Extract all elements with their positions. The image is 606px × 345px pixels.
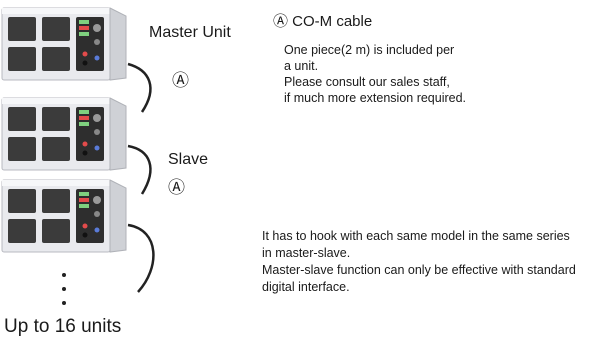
cable-note-line: Please consult our sales staff, xyxy=(284,75,450,89)
unit-top-edge xyxy=(2,98,110,104)
unit-side xyxy=(109,7,127,81)
ellipsis-dot xyxy=(62,287,66,291)
connector-a-label: Ⓐ xyxy=(168,178,185,197)
unit-control-panel xyxy=(76,189,104,243)
cable-note: One piece(2 m) is included per a unit. P… xyxy=(284,42,466,106)
unit-panel xyxy=(42,17,70,41)
slave-label: Slave xyxy=(168,151,209,168)
unit-terminal xyxy=(94,145,100,151)
unit-panel xyxy=(8,189,36,213)
unit-display xyxy=(79,198,89,202)
unit-panel xyxy=(42,107,70,131)
unit-panel xyxy=(42,47,70,71)
info-text: It has to hook with each same model in t… xyxy=(262,228,576,296)
cable-slave-slave xyxy=(127,144,152,195)
info-line: in master-slave. xyxy=(262,246,351,260)
unit-terminal xyxy=(94,227,100,233)
unit-knob xyxy=(94,129,100,135)
unit-display xyxy=(79,116,89,120)
unit-terminal xyxy=(82,51,88,57)
unit-knob xyxy=(93,196,101,204)
info-line: digital interface. xyxy=(262,280,350,294)
unit-display xyxy=(79,122,89,126)
unit-terminal xyxy=(94,55,100,61)
info-line: It has to hook with each same model in t… xyxy=(262,229,570,243)
unit-panel xyxy=(8,219,36,243)
unit-knob xyxy=(93,114,101,122)
unit-terminal xyxy=(82,223,88,229)
info-line: Master-slave function can only be effect… xyxy=(262,263,576,277)
unit-panel xyxy=(8,47,36,71)
unit-knob xyxy=(93,24,101,32)
unit-panel xyxy=(8,107,36,131)
unit-display xyxy=(79,192,89,196)
unit-terminal xyxy=(82,150,88,156)
unit-display xyxy=(79,204,89,208)
ellipsis-dot xyxy=(62,301,66,305)
unit-knob xyxy=(94,211,100,217)
unit-panel xyxy=(42,219,70,243)
up-to-label: Up to 16 units xyxy=(4,316,122,337)
power-supply-unit-master xyxy=(1,7,127,81)
cable-extension xyxy=(127,223,155,293)
unit-panel xyxy=(42,137,70,161)
cable-note-line: One piece(2 m) is included per xyxy=(284,43,455,57)
unit-top-edge xyxy=(2,8,110,14)
ellipsis-dot xyxy=(62,273,66,277)
cable-master-slave xyxy=(127,62,152,113)
cable-title: Ⓐ CO-M cable xyxy=(273,13,373,30)
unit-terminal xyxy=(82,60,88,66)
unit-top-edge xyxy=(2,180,110,186)
unit-side xyxy=(109,97,127,171)
cable-note-line: if much more extension required. xyxy=(284,91,467,105)
unit-control-panel xyxy=(76,17,104,71)
unit-panel xyxy=(42,189,70,213)
unit-panel xyxy=(8,17,36,41)
connector-a-label: Ⓐ xyxy=(172,71,189,90)
unit-panel xyxy=(8,137,36,161)
power-supply-unit-slave xyxy=(1,179,127,253)
unit-terminal xyxy=(82,141,88,147)
unit-side xyxy=(109,179,127,253)
unit-display xyxy=(79,110,89,114)
unit-display xyxy=(79,32,89,36)
cable-note-line: a unit. xyxy=(284,59,319,73)
unit-display xyxy=(79,20,89,24)
power-supply-unit-slave xyxy=(1,97,127,171)
unit-terminal xyxy=(82,232,88,238)
master-unit-label: Master Unit xyxy=(149,24,231,41)
unit-display xyxy=(79,26,89,30)
unit-knob xyxy=(94,39,100,45)
unit-control-panel xyxy=(76,107,104,161)
